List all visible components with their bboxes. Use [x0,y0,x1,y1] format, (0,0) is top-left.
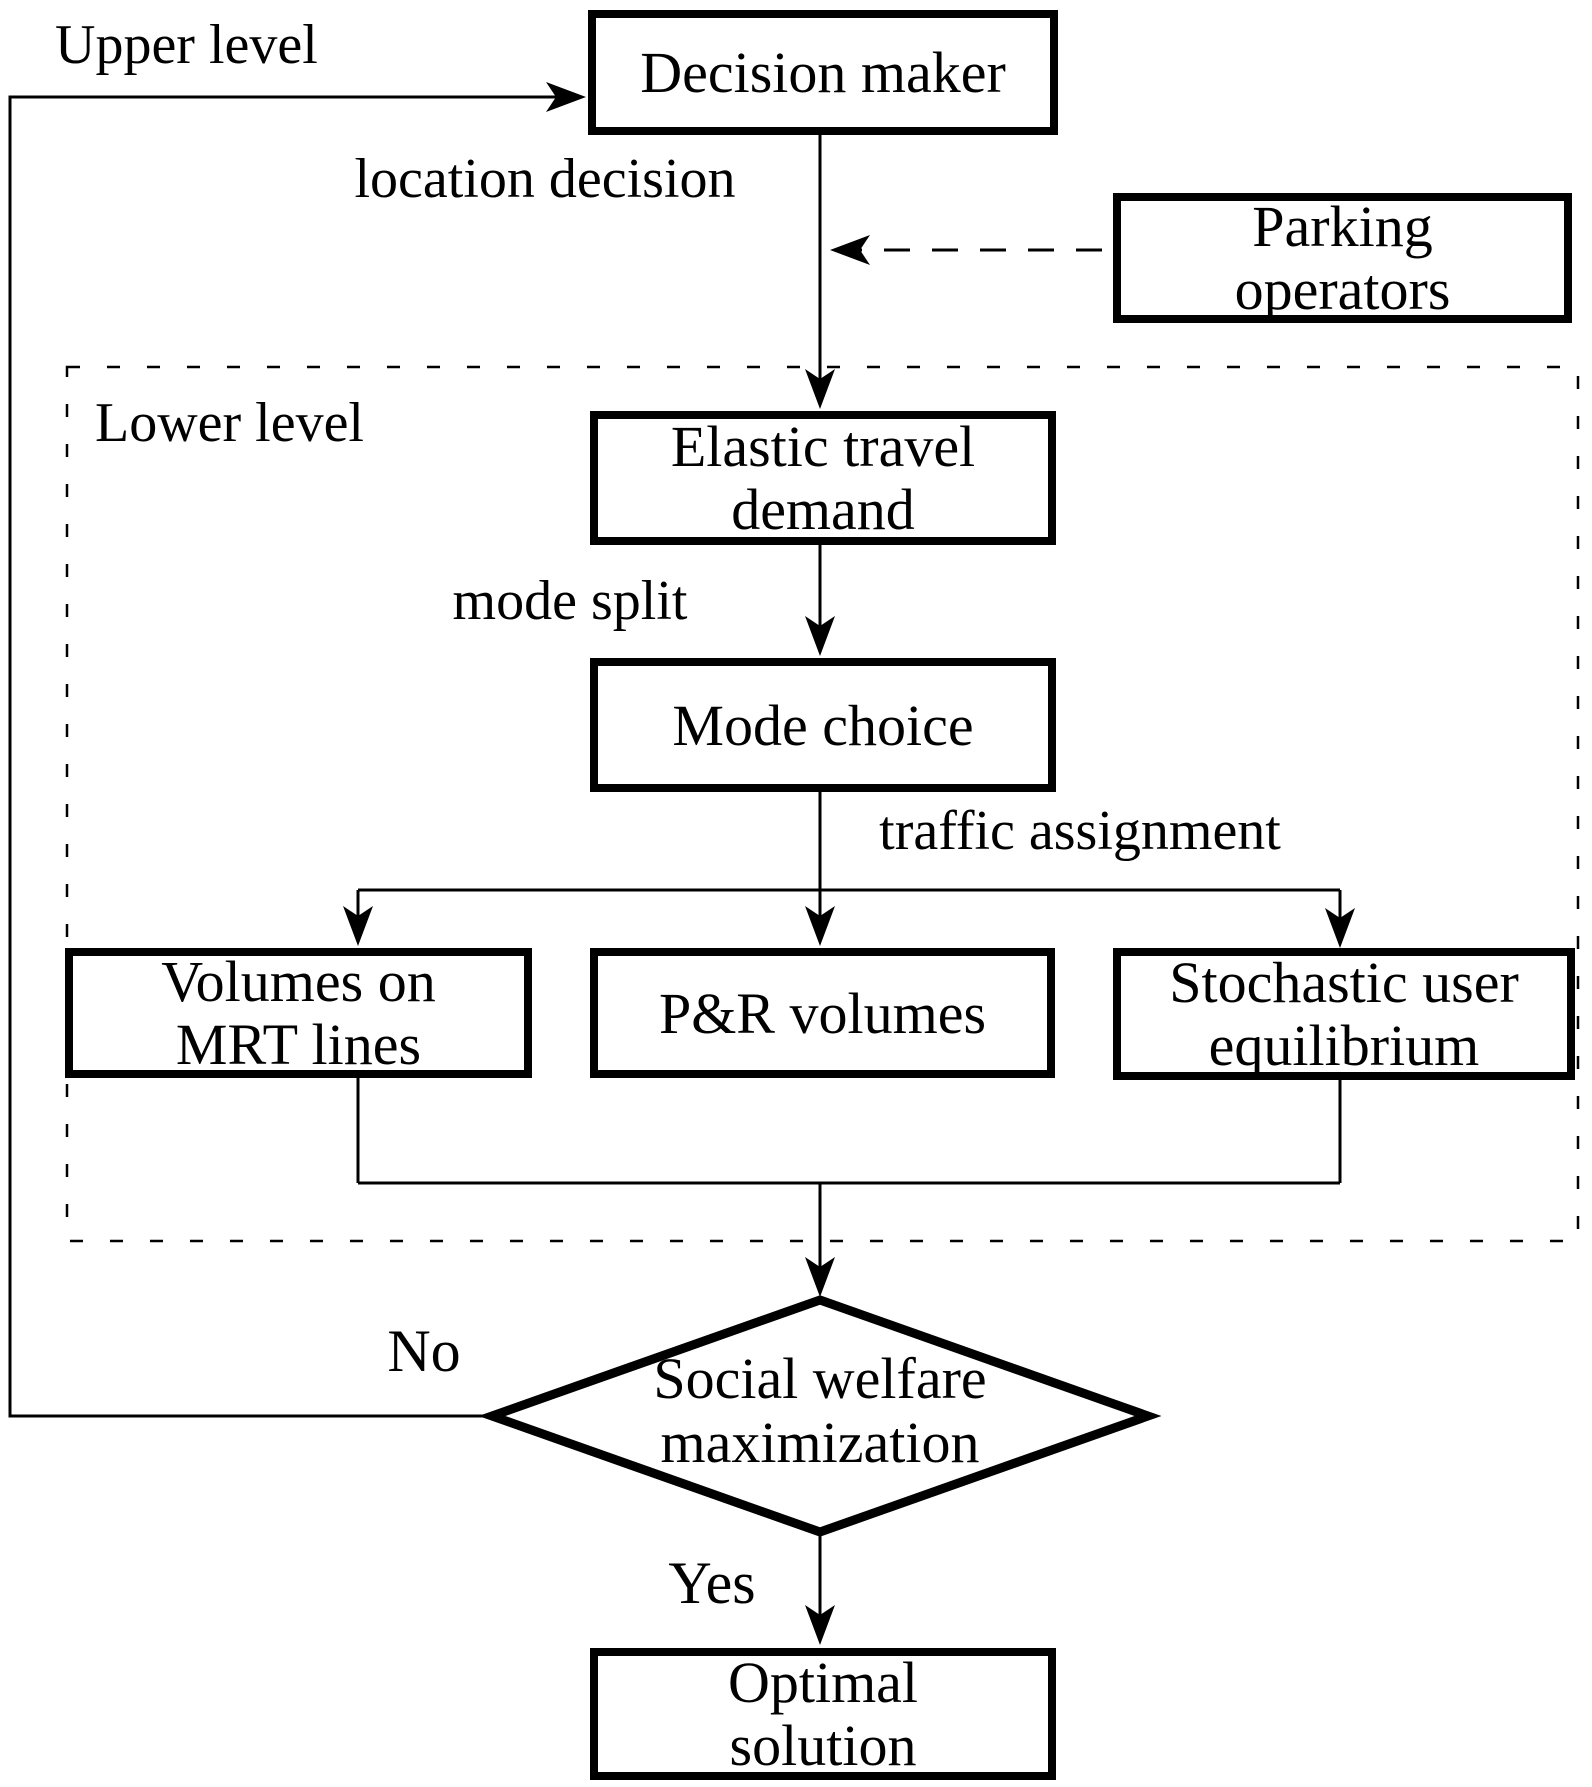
elastic-demand-label-line2: demand [731,477,915,542]
diamond-label-line1: Social welfare [653,1346,987,1411]
mode-split-label: mode split [452,570,688,632]
mrt-volumes-label-line1: Volumes on [161,949,436,1014]
social-welfare-diamond-text: Social welfare maximization [520,1347,1120,1475]
lower-level-label: Lower level [95,392,364,454]
stochastic-ue-label-line2: equilibrium [1208,1013,1480,1078]
mrt-volumes-label-line2: MRT lines [175,1012,422,1077]
elastic-travel-demand-box: Elastic travel demand [590,411,1056,545]
stochastic-ue-box: Stochastic user equilibrium [1113,948,1575,1080]
optimal-solution-box: Optimal solution [590,1648,1056,1780]
arrowhead-into-optimal-solution [805,1605,835,1645]
arrowhead-from-parking-operators [830,235,870,265]
arrowhead-into-mrt-volumes [343,906,373,946]
parking-operators-label-line1: Parking [1252,194,1433,259]
mode-choice-box: Mode choice [590,658,1056,792]
optimal-solution-label-line2: solution [729,1713,917,1778]
arrowhead-into-elastic-demand [805,369,835,409]
decision-maker-box: Decision maker [588,10,1058,135]
lower-level-dashed-container [65,365,1580,1243]
diamond-label-line2: maximization [660,1410,980,1475]
feedback-loop-line [8,95,572,1418]
elastic-demand-label-line1: Elastic travel [670,414,976,479]
arrowhead-into-mode-choice [805,616,835,656]
no-branch-label: No [387,1318,461,1384]
pr-volumes-box: P&R volumes [590,948,1055,1078]
arrowhead-into-pr-volumes [805,906,835,946]
decision-maker-label: Decision maker [640,40,1006,105]
stochastic-ue-label-line1: Stochastic user [1169,950,1519,1015]
yes-branch-label: Yes [668,1550,756,1616]
mode-choice-label: Mode choice [672,692,974,758]
pr-volumes-label: P&R volumes [658,980,987,1046]
arrowhead-into-stochastic-ue [1325,908,1355,948]
parking-operators-label-line2: operators [1234,257,1451,322]
parking-operators-box: Parking operators [1113,193,1572,323]
location-decision-label: location decision [354,148,736,210]
traffic-assignment-label: traffic assignment [879,800,1281,862]
arrowhead-into-diamond [805,1257,835,1297]
mrt-volumes-box: Volumes on MRT lines [65,948,532,1078]
optimal-solution-label-line1: Optimal [727,1650,919,1715]
arrowhead-into-decision-maker [546,82,586,112]
upper-level-label: Upper level [55,14,318,76]
